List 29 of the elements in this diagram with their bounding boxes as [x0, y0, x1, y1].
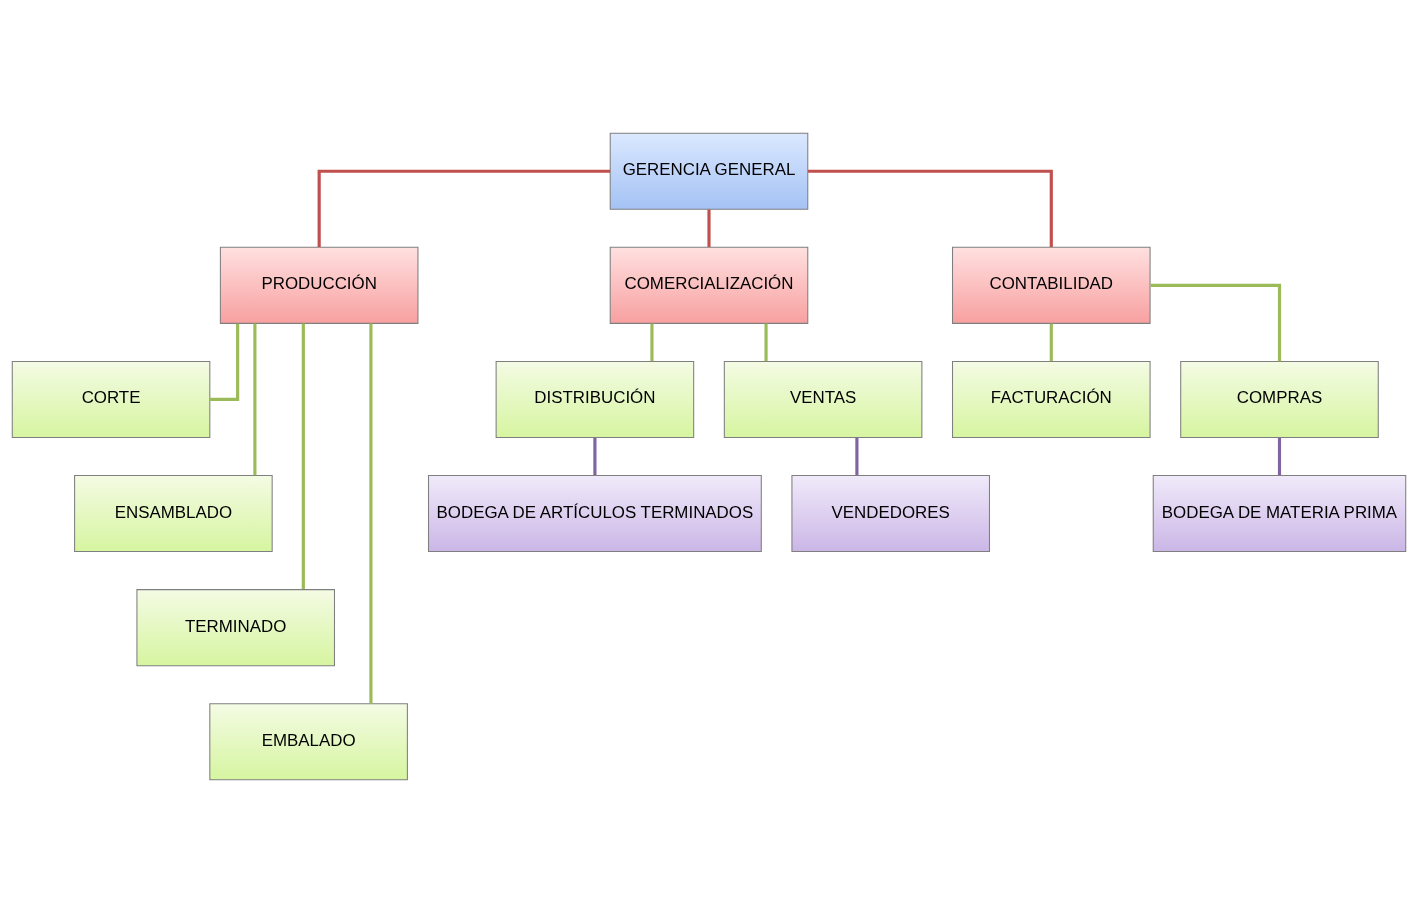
connector	[855, 437, 859, 476]
node-box: ENSAMBLADO	[74, 475, 273, 553]
node-box: PRODUCCIÓN	[219, 246, 419, 324]
node-box: GERENCIA GENERAL	[609, 132, 809, 210]
node-box: BODEGA DE MATERIA PRIMA	[1152, 475, 1407, 553]
node-box: CONTABILIDAD	[952, 246, 1151, 324]
connector	[764, 323, 768, 362]
node-box: COMPRAS	[1180, 360, 1379, 438]
connector	[1277, 437, 1282, 476]
node-box: VENTAS	[723, 360, 923, 438]
connector	[301, 323, 305, 590]
node-box: VENDEDORES	[791, 475, 990, 553]
node-box: FACTURACIÓN	[952, 360, 1151, 438]
connector	[593, 437, 597, 476]
node-box: CORTE	[11, 360, 211, 438]
connector	[209, 323, 240, 402]
connector	[707, 209, 711, 247]
node-box: BODEGA DE ARTÍCULOS TERMINADOS	[428, 475, 762, 553]
node-box: TERMINADO	[136, 589, 335, 667]
node-box: EMBALADO	[209, 703, 408, 781]
connector	[1150, 283, 1282, 362]
node-box: COMERCIALIZACIÓN	[609, 246, 809, 324]
connector	[317, 169, 611, 248]
connector	[253, 323, 257, 476]
node-box: DISTRIBUCIÓN	[495, 360, 695, 438]
connector	[650, 323, 654, 362]
connector	[369, 323, 373, 704]
connector	[1049, 323, 1053, 362]
connector	[808, 169, 1053, 248]
